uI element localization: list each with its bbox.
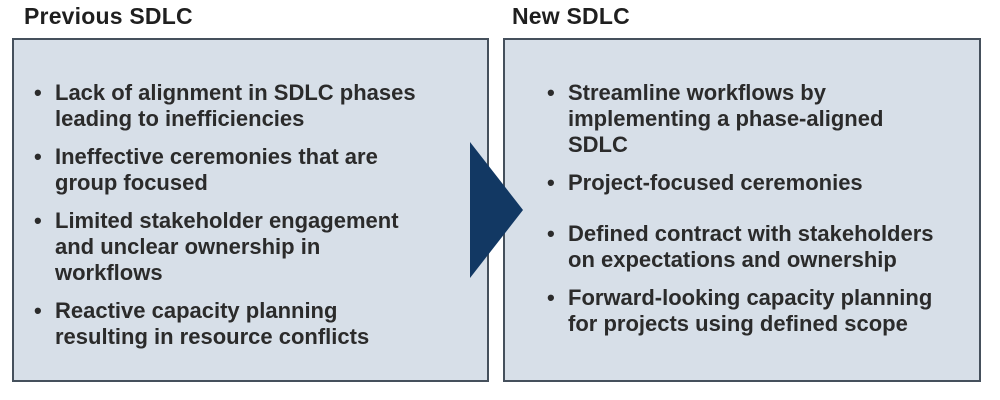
- new-sdlc-title: New SDLC: [512, 3, 630, 29]
- bullet-icon: •: [34, 80, 42, 105]
- bullet-icon: •: [547, 221, 555, 246]
- bullet-text: Limited stakeholder engagement and uncle…: [55, 208, 399, 285]
- transition-right-arrow-icon: [470, 142, 523, 278]
- new-sdlc-bullet-list: • Streamline workflows by implementing a…: [547, 80, 973, 337]
- list-item: • Ineffective ceremonies that are group …: [34, 144, 477, 196]
- bullet-text: Ineffective ceremonies that are group fo…: [55, 144, 378, 195]
- bullet-text: Defined contract with stakeholders on ex…: [568, 221, 934, 272]
- previous-sdlc-bullet-list: • Lack of alignment in SDLC phases leadi…: [34, 80, 477, 350]
- bullet-icon: •: [547, 170, 555, 195]
- bullet-icon: •: [547, 285, 555, 310]
- bullet-icon: •: [34, 298, 42, 323]
- list-item: • Limited stakeholder engagement and unc…: [34, 208, 477, 286]
- list-item: • Project-focused ceremonies: [547, 170, 973, 196]
- list-item: • Streamline workflows by implementing a…: [547, 80, 973, 158]
- list-item: • Lack of alignment in SDLC phases leadi…: [34, 80, 477, 132]
- previous-sdlc-title: Previous SDLC: [24, 3, 193, 29]
- previous-sdlc-panel: • Lack of alignment in SDLC phases leadi…: [12, 38, 489, 382]
- list-item: • Forward-looking capacity planning for …: [547, 285, 973, 337]
- bullet-text: Streamline workflows by implementing a p…: [568, 80, 884, 157]
- bullet-text: Lack of alignment in SDLC phases leading…: [55, 80, 416, 131]
- new-sdlc-panel: • Streamline workflows by implementing a…: [503, 38, 981, 382]
- bullet-icon: •: [34, 208, 42, 233]
- bullet-text: Forward-looking capacity planning for pr…: [568, 285, 933, 336]
- list-item: • Reactive capacity planning resulting i…: [34, 298, 477, 350]
- list-item: • Defined contract with stakeholders on …: [547, 221, 973, 273]
- bullet-icon: •: [547, 80, 555, 105]
- bullet-text: Reactive capacity planning resulting in …: [55, 298, 370, 349]
- bullet-icon: •: [34, 144, 42, 169]
- bullet-text: Project-focused ceremonies: [568, 170, 863, 195]
